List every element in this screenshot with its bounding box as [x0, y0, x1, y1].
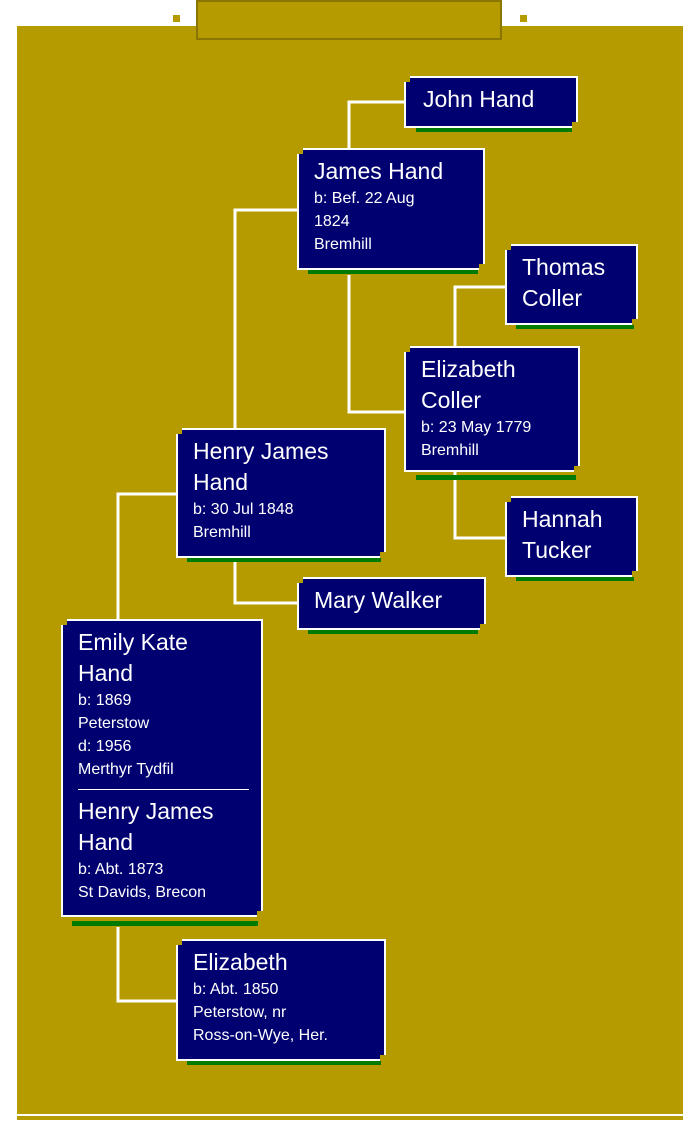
person-name: James Hand: [314, 158, 444, 184]
box-shadow: [308, 629, 478, 634]
box-shadow: [187, 557, 381, 562]
box-shadow: [516, 576, 634, 581]
frame-edge-left-inner: [10, 12, 12, 1116]
spouse-name-last: Hand: [78, 829, 133, 855]
line-elizabeth-to-hannah: [453, 472, 506, 540]
box-shadow: [187, 1060, 381, 1065]
person-name-last: Hand: [78, 660, 133, 686]
birth-date: b: 30 Jul 1848: [193, 501, 294, 518]
person-thomas-coller[interactable]: Thomas Coller: [505, 244, 638, 325]
birth-date-cont: 1824: [314, 213, 350, 230]
frame-edge-right-inner: [688, 12, 690, 1116]
person-james-hand[interactable]: James Hand b: Bef. 22 Aug 1824 Bremhill: [297, 148, 485, 270]
line-elizabeth-to-thomas: [453, 285, 506, 348]
line-henry-to-james: [233, 208, 299, 430]
birth-place: Bremhill: [314, 236, 372, 253]
spouse-birth-date: b: Abt. 1873: [78, 861, 164, 878]
death-date: d: 1956: [78, 738, 132, 755]
person-name: Elizabeth: [193, 949, 288, 975]
title-box: [196, 0, 502, 40]
line-henry-to-mary: [233, 557, 299, 605]
birth-place-line1: Peterstow, nr: [193, 1004, 287, 1021]
frame-edge-top-left: [3, 4, 171, 7]
frame-notch-left: [171, 13, 182, 24]
person-name-first: Thomas: [522, 254, 606, 280]
person-name: Mary Walker: [314, 587, 443, 613]
line-emily-to-henry: [116, 492, 179, 622]
spouse-divider: [78, 789, 249, 790]
person-name-first: Elizabeth: [421, 356, 516, 382]
person-mary-walker[interactable]: Mary Walker: [297, 577, 486, 630]
person-elizabeth-coller[interactable]: Elizabeth Coller b: 23 May 1779 Bremhill: [404, 346, 580, 472]
person-john-hand[interactable]: John Hand: [404, 76, 578, 128]
frame-edge-top-right: [528, 4, 697, 7]
line-james-to-john: [347, 100, 406, 150]
person-hannah-tucker[interactable]: Hannah Tucker: [505, 496, 638, 577]
person-name-last: Coller: [421, 387, 482, 413]
frame-edge-left-outer: [3, 4, 6, 1124]
person-name-last: Hand: [193, 469, 248, 495]
person-name-first: Henry James: [193, 438, 329, 464]
birth-place-line2: Ross-on-Wye, Her.: [193, 1027, 328, 1044]
frame-edge-right-outer: [694, 4, 697, 1124]
person-name-first: Hannah: [522, 506, 603, 532]
spouse-name-first: Henry James: [78, 798, 214, 824]
line-emily-to-elizabeth: [116, 927, 179, 1003]
frame-notch-right: [518, 13, 529, 24]
box-shadow: [416, 127, 572, 132]
birth-date: b: 1869: [78, 692, 132, 709]
person-emily-kate-hand[interactable]: Emily Kate Hand b: 1869 Peterstow d: 195…: [61, 619, 263, 917]
person-name-last: Coller: [522, 285, 583, 311]
person-name-last: Tucker: [522, 537, 592, 563]
birth-place: Bremhill: [421, 442, 479, 459]
box-shadow: [416, 475, 576, 480]
box-shadow: [72, 921, 258, 926]
box-shadow: [308, 269, 478, 274]
frame-edge-bottom-outer: [3, 1121, 697, 1124]
frame-edge-bottom-inner: [10, 1114, 690, 1116]
birth-date: b: 23 May 1779: [421, 419, 532, 436]
line-james-to-elizabeth-coller: [347, 275, 406, 414]
person-name-first: Emily Kate: [78, 629, 188, 655]
box-shadow: [516, 324, 634, 329]
person-elizabeth[interactable]: Elizabeth b: Abt. 1850 Peterstow, nr Ros…: [176, 939, 386, 1061]
death-place: Merthyr Tydfil: [78, 761, 174, 778]
person-name: John Hand: [423, 86, 535, 112]
birth-place: Peterstow: [78, 715, 150, 732]
person-henry-james-hand[interactable]: Henry James Hand b: 30 Jul 1848 Bremhill: [176, 428, 386, 558]
birth-date: b: Bef. 22 Aug: [314, 190, 415, 207]
birth-place: Bremhill: [193, 524, 251, 541]
birth-date: b: Abt. 1850: [193, 981, 279, 998]
spouse-birth-place: St Davids, Brecon: [78, 884, 207, 901]
